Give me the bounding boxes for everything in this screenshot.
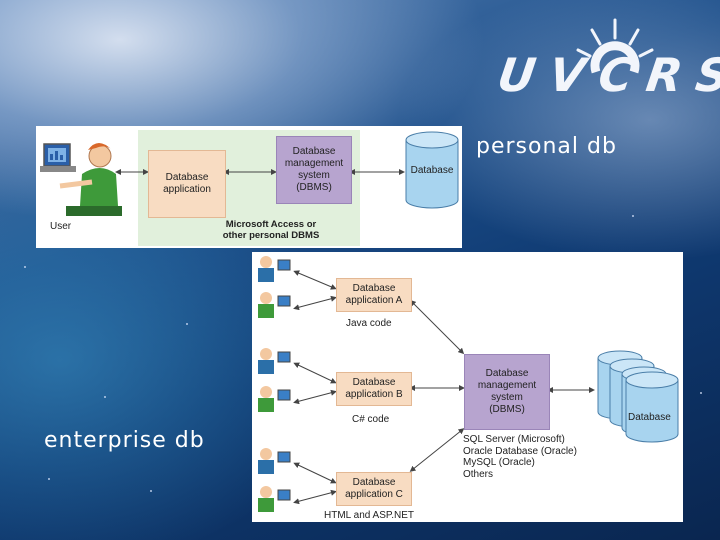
- personal-connectors: [115, 131, 459, 209]
- user-icon: [40, 143, 122, 216]
- personal-db-label: personal db: [476, 134, 617, 159]
- dbms-vendor-list: SQL Server (Microsoft) Oracle Database (…: [463, 434, 577, 480]
- enterprise-db-label: enterprise db: [44, 428, 205, 453]
- star: [48, 478, 50, 480]
- star: [186, 323, 188, 325]
- sun-ray-icon: [576, 18, 654, 74]
- star: [24, 266, 26, 268]
- star: [104, 396, 106, 398]
- uvcrs-logo: UVCRS: [494, 18, 720, 104]
- database-label: Database: [628, 412, 671, 423]
- database-label: Database: [410, 165, 454, 176]
- star: [632, 215, 634, 217]
- logo-text: UVCRS: [494, 48, 720, 102]
- code-label-c: HTML and ASP.NET: [324, 510, 415, 521]
- code-label-a: Java code: [346, 318, 392, 329]
- enterprise-connectors: [293, 270, 679, 505]
- star: [150, 490, 152, 492]
- user-label: User: [50, 221, 72, 232]
- star: [700, 392, 702, 394]
- user-workstation-icon: [258, 256, 291, 512]
- code-label-b: C# code: [352, 414, 390, 425]
